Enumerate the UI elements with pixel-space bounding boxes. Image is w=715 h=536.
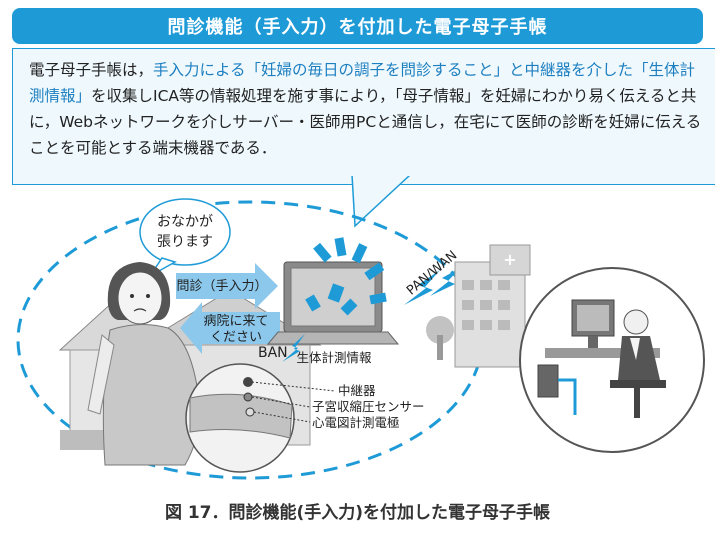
svg-text:+: +	[503, 250, 516, 269]
arrow-hospital: 病院に来て ください	[180, 302, 280, 354]
figure-title: 問診機能（手入力）を付加した電子母子手帳	[167, 17, 548, 38]
figure-title-banner: 問診機能（手入力）を付加した電子母子手帳	[12, 8, 703, 44]
sensor-belt-inset: 中継器 子宮収縮圧センサー 心電図計測電極	[185, 363, 425, 473]
speech-bubble: おなかが 張ります	[139, 198, 231, 277]
signal-burst-icon	[305, 237, 387, 316]
device-label: 生体計測情報	[296, 350, 372, 365]
speech-bubble-line1: おなかが	[157, 214, 213, 230]
hospital-building: +	[426, 244, 531, 368]
description-highlight: 手入力による「妊婦の毎日の調子を問診すること」と中継器を介した「生体計測情報」	[29, 61, 696, 105]
callout-tail-cover	[350, 172, 414, 176]
arrow-hospital-line2: ください	[210, 330, 262, 345]
speech-bubble-line2: 張ります	[157, 234, 213, 250]
arrow-inquiry-label: 問診（手入力）	[176, 278, 267, 294]
description-text-2: を収集しICA等の情報処理を施す事により，「母子情報」を妊婦にわかり易く伝えると…	[29, 87, 702, 157]
arrow-inquiry: 問診（手入力）	[176, 263, 278, 309]
figure-caption: 図 17．問診機能(手入力)を付加した電子母子手帳	[164, 503, 551, 523]
arrow-hospital-line1: 病院に来て	[203, 314, 268, 329]
ban-lightning-icon: BAN	[258, 334, 305, 362]
sensor-label-uterine: 子宮収縮圧センサー	[312, 399, 425, 414]
sensor-label-relay: 中継器	[338, 383, 376, 398]
doctor-inset	[519, 267, 705, 453]
sensor-label-ecg: 心電図計測電極	[312, 415, 400, 430]
pan-wan-lightning-icon: PAN/WAN	[404, 248, 460, 305]
ban-label: BAN	[258, 345, 288, 361]
description-text-1: 電子母子手帳は，	[29, 61, 154, 79]
pregnant-woman-figure	[87, 262, 201, 466]
description-box: 電子母子手帳は，手入力による「妊婦の毎日の調子を問診すること」と中継器を介した「…	[12, 48, 715, 185]
